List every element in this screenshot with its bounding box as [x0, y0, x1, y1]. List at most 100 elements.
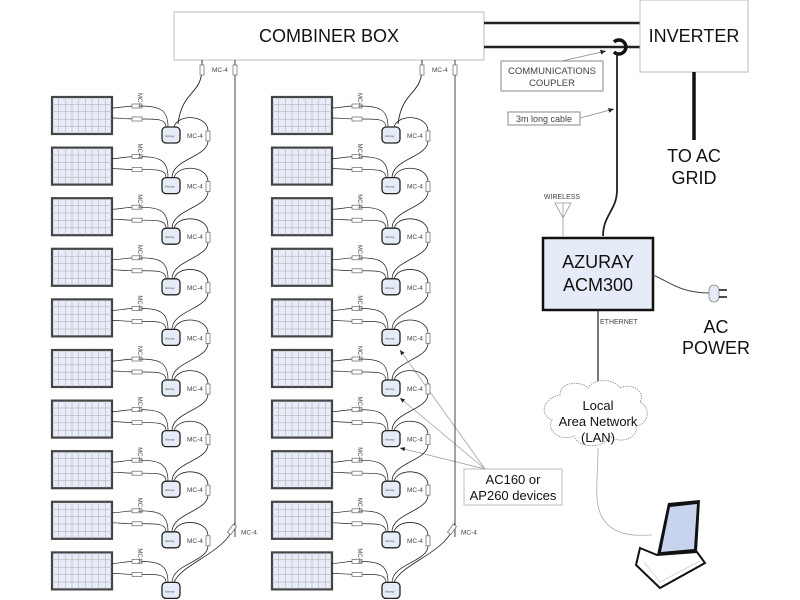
device-label: Azuray	[385, 134, 395, 138]
right-string: MC-4AzurayMC-4MC-4AzurayMC-4MC-4AzurayMC…	[270, 60, 477, 600]
mc4-connector	[351, 319, 363, 324]
microinverter-device	[161, 531, 181, 549]
communications-coupler-callout	[500, 60, 604, 92]
mc4-connector	[131, 369, 143, 375]
mc4-connector	[351, 457, 363, 463]
mc4-connector	[205, 383, 211, 395]
solar-panel	[270, 450, 334, 490]
solar-panel	[270, 95, 334, 136]
mc4-connector	[131, 470, 143, 476]
solar-panel	[50, 500, 114, 540]
mc4-label: MC-4	[187, 437, 203, 444]
coupler-arrow	[561, 49, 607, 62]
mc4-label-vertical: MC-4	[136, 548, 142, 563]
mc4-label-vertical: MC-4	[136, 397, 142, 412]
mc4-connector	[205, 282, 211, 294]
solar-panel	[50, 95, 114, 136]
solar-panel	[270, 399, 334, 439]
mc4-label: MC-4	[407, 335, 423, 342]
devices-callout-line1: AC160 or	[486, 472, 542, 487]
mc4-label: MC-4	[407, 184, 423, 191]
mc4-label-vertical: MC-4	[136, 498, 142, 513]
mc4-connector	[131, 116, 143, 122]
mc4-connector	[447, 523, 457, 536]
mc4-connector	[131, 167, 143, 172]
microinverter-device	[381, 379, 401, 397]
mc4-connector	[351, 268, 363, 274]
azuray-acm300: AZURAY ACM300	[541, 236, 655, 312]
mc4-label-vertical: MC-4	[136, 447, 142, 462]
device-label: Azuray	[165, 539, 175, 543]
mc4-connector	[205, 434, 211, 445]
mc4-label: MC-4	[407, 133, 423, 140]
microinverter-device	[381, 278, 401, 296]
combiner-box: COMBINER BOX	[173, 11, 485, 61]
mc4-connector	[351, 356, 363, 362]
mc4-connector	[131, 306, 143, 311]
mc4-connector	[425, 282, 431, 294]
mc4-connector	[131, 572, 143, 577]
solar-panel	[50, 247, 114, 287]
device-label: Azuray	[385, 387, 395, 391]
device-label: Azuray	[385, 286, 395, 290]
mc4-connector	[131, 356, 143, 362]
solar-panel	[270, 551, 334, 591]
mc4-connector	[131, 319, 143, 324]
mc4-connector	[131, 217, 143, 223]
mc4-label-vertical: MC-4	[356, 397, 362, 412]
ac-grid-label-line1: TO AC	[667, 146, 721, 166]
mc4-connector	[205, 231, 211, 243]
device-label: Azuray	[385, 235, 395, 239]
mc4-connector	[351, 103, 363, 109]
mc4-connector	[351, 154, 363, 159]
mc4-label: MC-4	[212, 67, 228, 74]
mc4-connector	[131, 508, 143, 514]
microinverter-device	[381, 328, 401, 347]
mc4-label: MC-4	[407, 538, 423, 545]
mc4-label-vertical: MC-4	[356, 447, 362, 462]
mc4-label: MC-4	[187, 133, 203, 140]
mc4-label-vertical: MC-4	[356, 245, 362, 260]
solar-panel	[50, 450, 114, 490]
mc4-label: MC-4	[241, 529, 257, 536]
mc4-label-vertical: MC-4	[356, 498, 362, 513]
mc4-connector	[131, 559, 143, 564]
mc4-label-vertical: MC-4	[136, 245, 142, 260]
trunk-wire	[393, 522, 456, 583]
microinverter-device	[161, 227, 181, 245]
solar-panel	[50, 348, 114, 389]
mc4-label-vertical: MC-4	[136, 194, 142, 209]
mc4-connector	[131, 154, 143, 159]
device-label: Azuray	[385, 438, 395, 442]
lan-laptop-cable	[596, 447, 653, 536]
device-label: Azuray	[165, 235, 175, 239]
mc4-label: MC-4	[187, 184, 203, 191]
solar-panel	[270, 247, 334, 287]
lan-cloud-icon	[543, 380, 648, 447]
mc4-connector	[351, 559, 363, 564]
mc4-connector	[425, 130, 431, 142]
microinverter-device	[161, 278, 181, 296]
mc4-connector	[351, 572, 363, 577]
mc4-connector	[351, 116, 363, 122]
mc4-connector	[425, 535, 431, 547]
callout-arrow-1	[399, 349, 486, 470]
mc4-connector	[452, 64, 458, 76]
mc4-connector	[351, 420, 363, 425]
ac-power-line1: AC	[703, 317, 728, 337]
mc4-label-vertical: MC-4	[356, 548, 362, 563]
mc4-connector	[205, 535, 211, 547]
mc4-label: MC-4	[187, 234, 203, 241]
mc4-connector	[131, 255, 143, 261]
mc4-connector	[419, 64, 425, 76]
device-label: Azuray	[165, 185, 175, 189]
mc4-connector	[205, 130, 211, 142]
